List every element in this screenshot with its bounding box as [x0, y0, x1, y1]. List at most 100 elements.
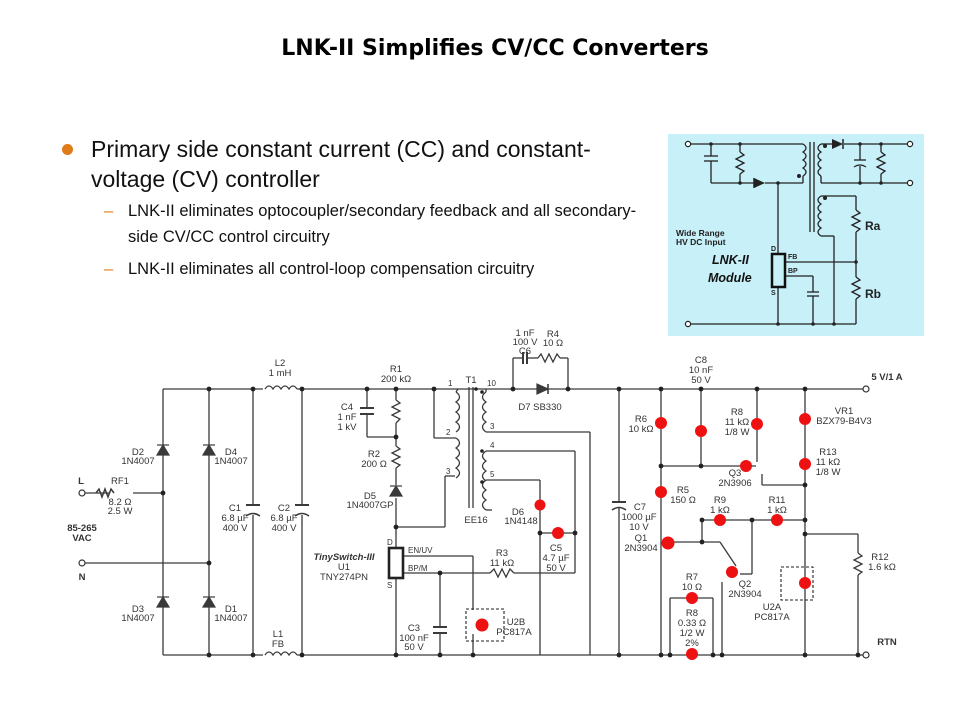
inset-input-label: HV DC Input: [676, 237, 726, 247]
label-r12-val: 1.6 kΩ: [868, 562, 896, 573]
label-r2-val: 200 Ω: [361, 459, 387, 470]
label-rf1-val: 2.5 W: [108, 506, 133, 517]
label-c3: C3: [408, 623, 420, 634]
diode-d7-icon: [536, 383, 550, 395]
label-d1-part: 1N4007: [214, 613, 247, 624]
label-r5: R5: [677, 485, 689, 496]
sub-bullet-text: LNK-II eliminates all control-loop compe…: [128, 260, 535, 278]
label-c2-val: 6.8 µF: [270, 513, 297, 524]
terminal-icon: [684, 320, 692, 328]
label-u1-family: TinySwitch-III: [313, 552, 374, 563]
label-r9: R9: [714, 495, 726, 506]
t1-pin: 3: [446, 467, 451, 476]
highlight-u2b: [475, 618, 489, 632]
pin-label-en: EN/UV: [408, 546, 433, 555]
label-q1: Q1: [635, 533, 648, 544]
label-rf1: RF1: [111, 476, 129, 487]
label-c8: C8: [695, 355, 707, 366]
label-t1: T1: [465, 375, 476, 386]
label-c5-val: 4.7 µF: [542, 553, 569, 564]
label-c7: C7: [634, 502, 646, 513]
pin-label: S: [771, 290, 776, 297]
label-r6: R6: [635, 414, 647, 425]
label-r11: R11: [769, 495, 786, 506]
label-output-rtn: RTN: [877, 637, 897, 648]
highlight-r5: [655, 486, 667, 498]
diode-d4-icon: [201, 443, 217, 456]
bullet-dot-icon: [62, 144, 73, 155]
label-c1: C1: [229, 503, 241, 514]
inset-module-label: Module: [708, 271, 752, 285]
label-c6: C6: [519, 346, 531, 357]
label-q3: Q3: [729, 468, 742, 479]
label-rf1-val: 8.2 Ω: [109, 497, 132, 508]
label-d6: D6: [512, 507, 524, 518]
terminal-icon: [906, 140, 914, 148]
label-vr1: VR1: [835, 406, 853, 417]
label-c4-val: 1 nF: [337, 412, 356, 423]
pin-label: BP: [788, 268, 798, 275]
slide-title: LNK-II Simplifies CV/CC Converters: [281, 36, 709, 61]
label-r7: R7: [686, 572, 698, 583]
label-q2: Q2: [739, 579, 752, 590]
dash-icon: –: [104, 260, 114, 278]
label-d7: D7 SB330: [518, 402, 561, 413]
label-r1-val: 200 kΩ: [381, 374, 411, 385]
label-r8: R8: [731, 407, 743, 418]
terminal-l-icon: [78, 489, 86, 497]
highlight-q2: [726, 566, 738, 578]
label-r2: R2: [368, 449, 380, 460]
ra-label: Ra: [865, 219, 881, 233]
highlight-u2a: [799, 577, 811, 589]
label-u2b: U2B: [507, 617, 525, 628]
label-d4-part: 1N4007: [214, 456, 247, 467]
label-r3-val: 11 kΩ: [490, 558, 514, 569]
label-l1-val: FB: [272, 639, 284, 650]
label-u2a-part: PC817A: [754, 612, 790, 623]
dash-icon: –: [104, 202, 114, 220]
label-q3-part: 2N3906: [718, 478, 751, 489]
label-r13-val: 11 kΩ: [816, 457, 840, 468]
terminal-n-icon: [78, 559, 86, 567]
label-r3: R3: [496, 548, 508, 559]
highlight-r7: [686, 592, 698, 604]
label-c8-val: 50 V: [691, 375, 711, 386]
label-r4-val: 10 Ω: [543, 338, 563, 349]
lnk-ii-inset-diagram: Wide Range HV DC Input LNK-II Module D F…: [668, 134, 924, 336]
label-r8-sense-val: 1/2 W: [680, 628, 705, 639]
label-d3: D3: [132, 604, 144, 615]
terminal-rtn-icon: [862, 651, 870, 659]
label-vr1-part: BZX79-B4V3: [816, 416, 871, 427]
label-c2-val: 400 V: [272, 523, 297, 534]
pin-label-d: D: [387, 538, 393, 547]
label-r8-sense: R8: [686, 608, 698, 619]
wires: [84, 352, 864, 657]
highlight-q1: [661, 536, 675, 550]
sub-bullet: – LNK-II eliminates all control-loop com…: [104, 256, 664, 282]
highlight-c5: [552, 527, 564, 539]
label-d1: D1: [225, 604, 237, 615]
label-r13: R13: [819, 447, 836, 458]
rb-label: Rb: [865, 287, 881, 301]
label-u2b-part: PC817A: [496, 627, 532, 638]
label-r4: R4: [547, 329, 559, 340]
label-r8-sense-val: 0.33 Ω: [678, 618, 706, 629]
label-c7-val: 1000 µF: [621, 512, 656, 523]
highlight-r6: [655, 417, 667, 429]
label-c5-val: 50 V: [546, 563, 566, 574]
label-d6-part: 1N4148: [504, 516, 537, 527]
label-c5: C5: [550, 543, 562, 554]
label-u2a: U2A: [763, 602, 782, 613]
label-c8-val: 10 nF: [689, 365, 713, 376]
label-q1-part: 2N3904: [624, 543, 657, 554]
label-c4: C4: [341, 402, 353, 413]
diode-d5-icon: [388, 484, 404, 497]
diode-d3-icon: [155, 595, 171, 608]
diode-d1-icon: [201, 595, 217, 608]
diode-d2-icon: [155, 443, 171, 456]
pin-label: FB: [788, 254, 797, 261]
label-c4-val: 1 kV: [337, 422, 357, 433]
highlight-d6: [534, 499, 546, 511]
label-d2-part: 1N4007: [121, 456, 154, 467]
